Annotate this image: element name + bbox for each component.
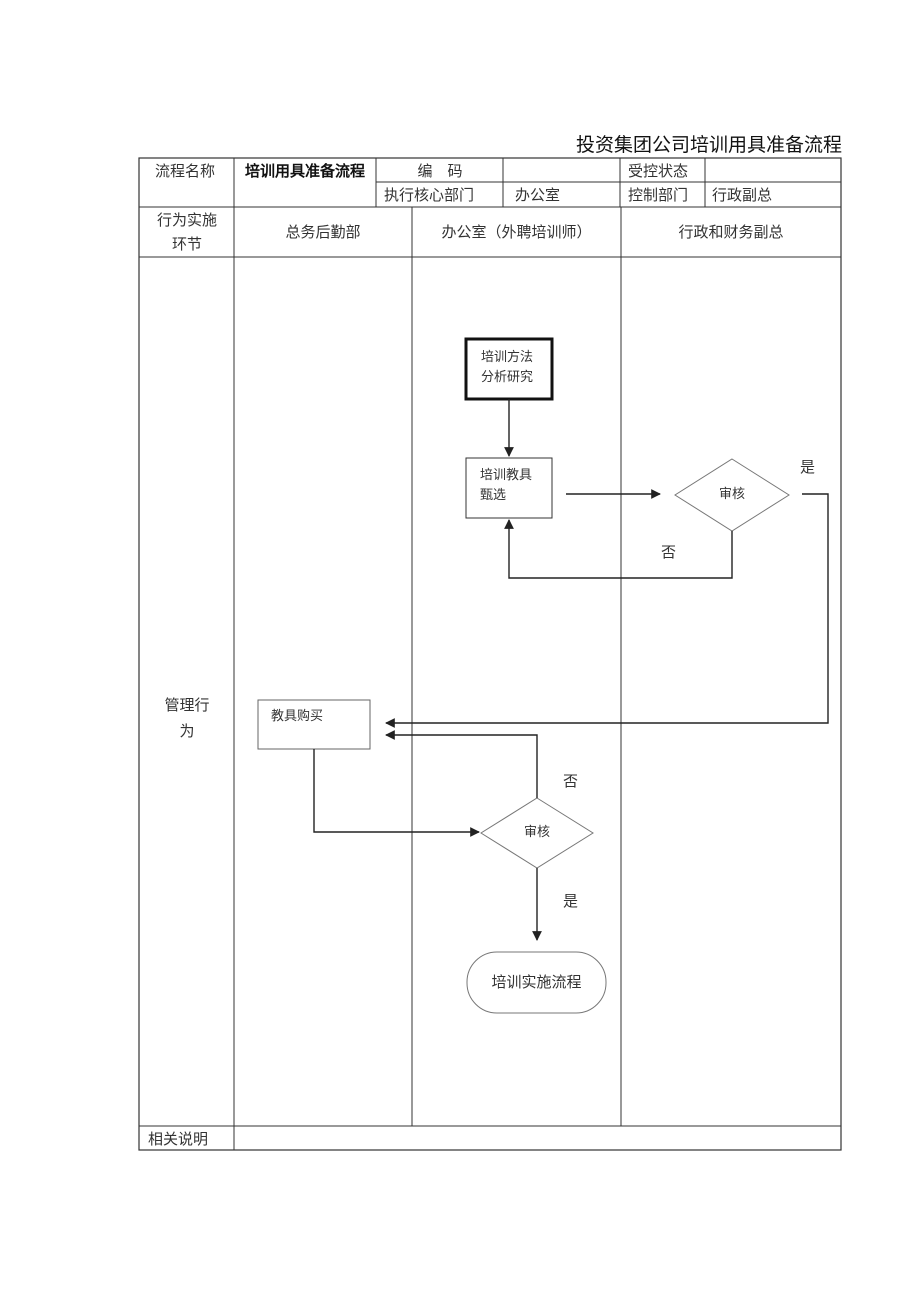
lane-header-logistics: 总务后勤部: [285, 223, 361, 241]
node-method-study-label: 培训方法分析研究: [481, 350, 534, 385]
node-review-1-label: 审核: [718, 487, 745, 502]
footer-label: 相关说明: [148, 1130, 209, 1148]
node-tool-select-label: 培训教具甄选: [480, 468, 533, 503]
edge-label-yes-1: 是: [800, 458, 816, 476]
code-label: 编 码: [417, 162, 463, 180]
node-tool-select: [465, 457, 553, 519]
control-dept-value: 行政副总: [712, 186, 773, 204]
node-method-study: [464, 337, 554, 401]
node-review-2-label: 审核: [523, 825, 550, 840]
edge-label-no-1: 否: [661, 543, 677, 561]
node-end-label: 培训实施流程: [491, 973, 582, 991]
edge-label-no-2: 否: [563, 772, 579, 790]
edge-label-yes-2: 是: [563, 892, 579, 910]
lane-header-office: 办公室（外聘培训师）: [441, 223, 592, 241]
control-status-label: 受控状态: [628, 162, 689, 180]
stage-label: 行为实施环节: [156, 211, 217, 253]
node-end: [466, 951, 607, 1014]
node-purchase-label: 教具购买: [271, 709, 324, 724]
document-title: 投资集团公司培训用具准备流程: [575, 134, 842, 156]
row-label: 管理行为: [164, 696, 210, 740]
control-dept-label: 控制部门: [628, 186, 689, 204]
flow-name-value: 培训用具准备流程: [244, 162, 365, 180]
exec-dept-value: 办公室: [515, 186, 561, 204]
lane-header-vp: 行政和财务副总: [678, 223, 784, 241]
flow-name-label: 流程名称: [154, 162, 215, 180]
exec-dept-label: 执行核心部门: [384, 186, 475, 204]
